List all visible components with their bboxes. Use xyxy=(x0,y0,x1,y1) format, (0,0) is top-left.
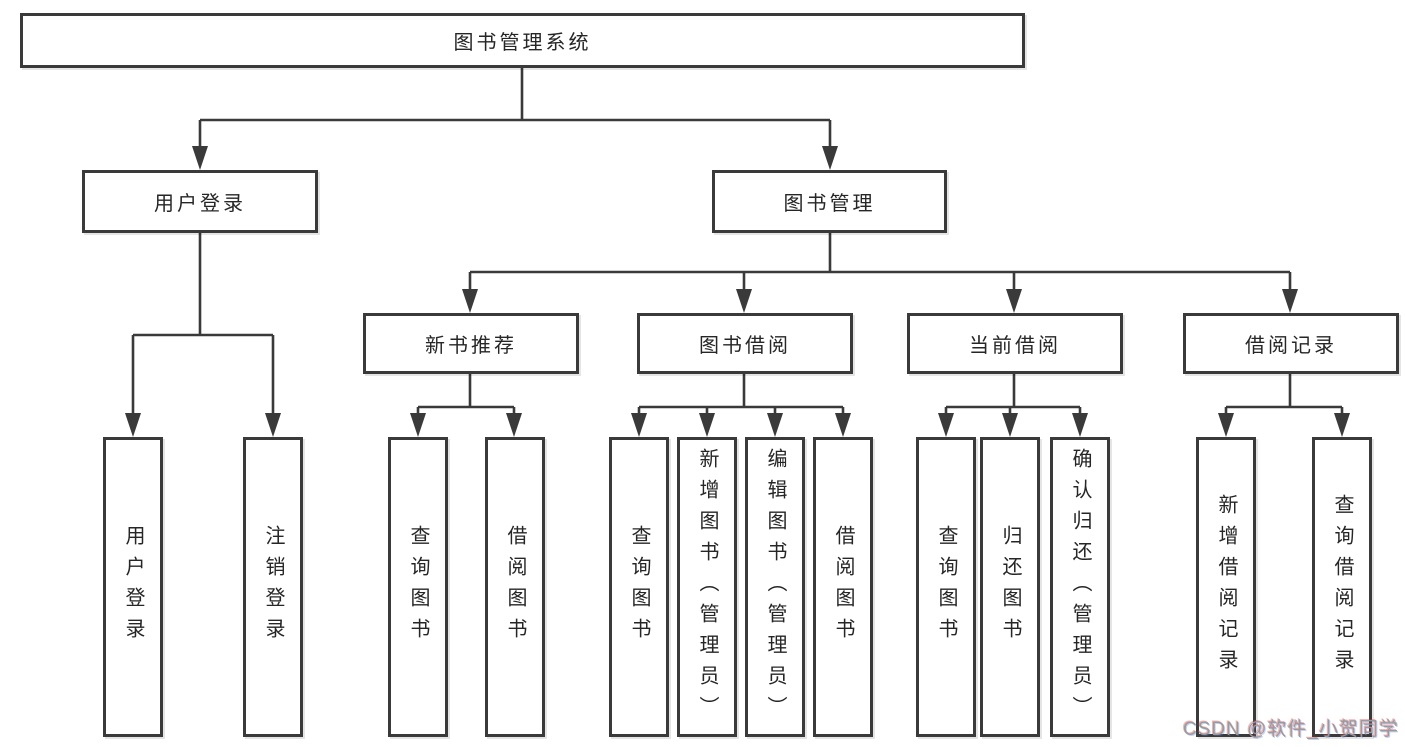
leaf-borrow-books-borrowing: 借阅图书 xyxy=(813,437,873,737)
leaf-query-books-borrowing-label: 查询图书 xyxy=(628,525,650,649)
node-root: 图书管理系统 xyxy=(20,13,1025,68)
leaf-query-borrow-record-label: 查询借阅记录 xyxy=(1331,494,1353,680)
leaf-logout-login: 注销登录 xyxy=(243,437,303,737)
node-root-label: 图书管理系统 xyxy=(453,32,592,54)
leaf-return-books: 归还图书 xyxy=(980,437,1040,737)
leaf-borrow-books-recommend: 借阅图书 xyxy=(485,437,545,737)
leaf-return-books-label: 归还图书 xyxy=(999,525,1021,649)
node-borrowing-records: 借阅记录 xyxy=(1183,313,1399,374)
leaf-confirm-return-admin: 确认归还（管理员） xyxy=(1050,437,1110,737)
node-book-borrowing: 图书借阅 xyxy=(637,313,853,374)
node-book-borrowing-label: 图书借阅 xyxy=(699,335,791,357)
node-user-login-group-label: 用户登录 xyxy=(154,193,246,215)
leaf-logout-login-label: 注销登录 xyxy=(262,525,284,649)
leaf-user-login: 用户登录 xyxy=(103,437,163,737)
node-borrowing-records-label: 借阅记录 xyxy=(1245,335,1337,357)
leaf-query-books-current: 查询图书 xyxy=(916,437,976,737)
leaf-add-borrow-record: 新增借阅记录 xyxy=(1196,437,1256,737)
leaf-add-books-admin-label: 新增图书（管理员） xyxy=(696,447,718,727)
watermark: CSDN @软件_小贺同学 xyxy=(1183,719,1399,740)
leaf-add-borrow-record-label: 新增借阅记录 xyxy=(1215,494,1237,680)
leaf-user-login-label: 用户登录 xyxy=(122,525,144,649)
node-new-book-recommendation: 新书推荐 xyxy=(363,313,579,374)
leaf-add-books-admin: 新增图书（管理员） xyxy=(677,437,737,737)
leaf-edit-books-admin-label: 编辑图书（管理员） xyxy=(764,447,786,727)
leaf-edit-books-admin: 编辑图书（管理员） xyxy=(745,437,805,737)
node-current-borrowing: 当前借阅 xyxy=(907,313,1123,374)
node-current-borrowing-label: 当前借阅 xyxy=(969,335,1061,357)
leaf-borrow-books-recommend-label: 借阅图书 xyxy=(504,525,526,649)
leaf-borrow-books-borrowing-label: 借阅图书 xyxy=(832,525,854,649)
node-book-management-label: 图书管理 xyxy=(783,193,876,215)
leaf-query-books-recommend: 查询图书 xyxy=(388,437,448,737)
node-book-management: 图书管理 xyxy=(712,170,947,233)
node-new-book-recommendation-label: 新书推荐 xyxy=(425,335,517,357)
leaf-confirm-return-admin-label: 确认归还（管理员） xyxy=(1069,447,1091,727)
leaf-query-books-borrowing: 查询图书 xyxy=(609,437,669,737)
leaf-query-borrow-record: 查询借阅记录 xyxy=(1312,437,1372,737)
node-user-login-group: 用户登录 xyxy=(82,170,318,233)
leaf-query-books-current-label: 查询图书 xyxy=(935,525,957,649)
leaf-query-books-recommend-label: 查询图书 xyxy=(407,525,429,649)
